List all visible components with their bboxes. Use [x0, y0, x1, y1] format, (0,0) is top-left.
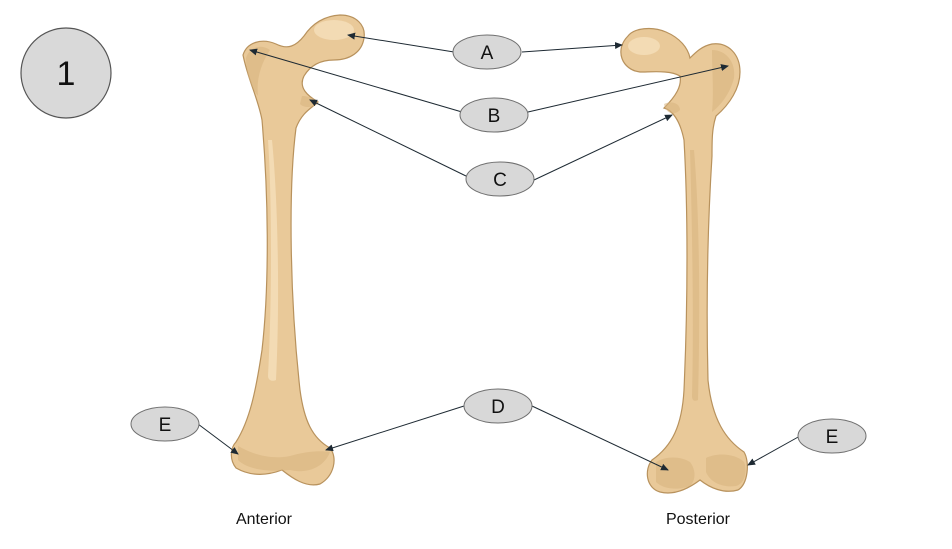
label-a-text: A — [481, 43, 494, 64]
view-caption-anterior: Anterior — [236, 511, 293, 528]
leader-b-left — [249, 48, 463, 113]
label-d[interactable]: D — [463, 388, 533, 424]
femur-posterior-shaft — [620, 27, 748, 494]
femur-anterior-lesser-trochanter-shade — [300, 96, 318, 107]
femur-posterior-condyle-shade — [656, 457, 695, 489]
leader-e-right — [747, 435, 801, 466]
femur-anterior-condyle-shade — [238, 446, 330, 472]
label-c[interactable]: C — [465, 161, 535, 197]
leader-c-left — [309, 99, 467, 177]
figure-number-badge: 1 — [20, 27, 112, 119]
femur-anterior-trochanter-shade — [246, 46, 270, 96]
view-caption-posterior: Posterior — [666, 511, 731, 528]
femur-posterior-lesser-trochanter-shade — [664, 102, 680, 114]
leader-a-left — [347, 32, 455, 53]
leader-d-right — [531, 405, 669, 471]
femur-posterior-view — [620, 27, 748, 494]
leader-a-right — [521, 41, 623, 53]
leader-c-right — [533, 114, 673, 181]
femur-anterior-shaft-highlight — [268, 140, 279, 381]
leader-d-left — [325, 405, 465, 452]
femur-posterior-head-highlight — [628, 37, 660, 55]
label-e-left-text: E — [159, 415, 172, 436]
femur-posterior-condyle-shade-2 — [706, 454, 746, 487]
label-a[interactable]: A — [452, 34, 522, 70]
femur-anterior-shaft — [230, 14, 365, 486]
femur-anterior-head-highlight — [314, 20, 354, 40]
label-d-text: D — [491, 397, 505, 418]
leader-b-right — [527, 64, 729, 113]
label-c-text: C — [493, 170, 507, 191]
femur-anterior-view — [230, 14, 365, 486]
label-b-text: B — [488, 106, 501, 127]
label-e-left[interactable]: E — [130, 406, 200, 442]
label-e-right-text: E — [826, 427, 839, 448]
leader-e-left — [197, 423, 239, 455]
femur-posterior-linea-aspera — [690, 150, 700, 401]
leader-lines — [197, 32, 801, 471]
label-b[interactable]: B — [459, 97, 529, 133]
figure-number: 1 — [57, 55, 76, 93]
label-e-right[interactable]: E — [797, 418, 867, 454]
